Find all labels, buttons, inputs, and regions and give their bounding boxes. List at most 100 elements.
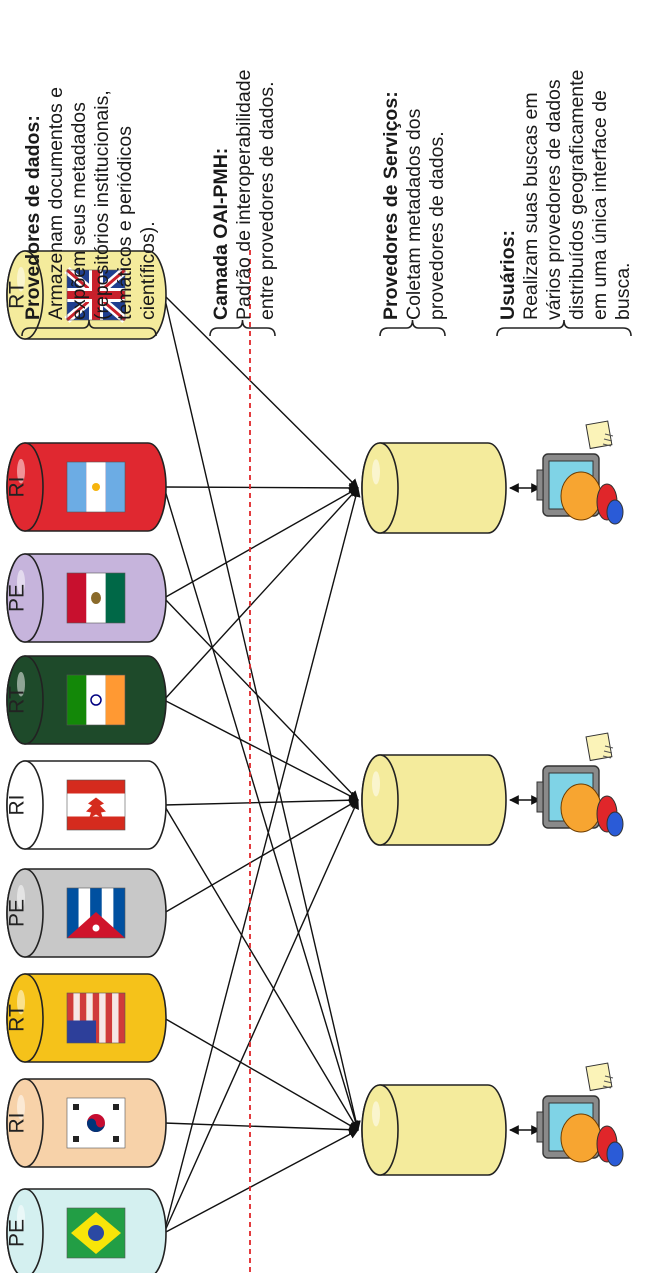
user-at-computer-icon [536,732,624,837]
repository-type-label: RI [6,795,29,816]
curly-brace [21,319,157,337]
data-provider-cylinder-highlight [17,458,25,484]
flag-mexico-icon [66,572,126,624]
service-provider-cylinder [361,754,507,846]
repository-type-label: RI [6,1113,29,1134]
service-provider-cylinder-highlight [372,1101,380,1127]
user-at-computer-icon [536,1062,624,1167]
data-provider-cylinder-cap [6,1078,44,1168]
description-block: Provedores de dados:Armazenam documentos… [21,87,159,337]
flag-argentina-icon [66,461,126,513]
flag-cuba-icon [66,887,126,939]
service-provider-cylinder-cap [361,1084,399,1176]
description-line: (repositórios institucionais, [91,90,113,320]
service-provider-layer [361,442,541,1176]
connection-arrow [163,1017,359,1131]
data-provider-cylinder-cap [6,250,44,340]
service-provider-cylinder-cap [361,754,399,846]
connection-arrow [163,799,359,914]
data-provider-cylinder-cap [6,760,44,850]
description-line: Padrão de interoperabilidade [233,70,255,320]
user-layer [536,420,624,1167]
data-provider-cylinder-cap [6,1188,44,1273]
description-line: entre provedores de dados. [256,82,278,321]
data-provider-cylinder [6,1188,167,1273]
description-line: distribuídos geograficamente [566,70,588,320]
connection-arrow [163,487,359,701]
repository-type-label: RT [6,1004,29,1032]
curly-brace [496,319,632,337]
description-line: Coletam metadados dos [403,108,425,320]
repository-type-label: PE [6,899,29,927]
description-line: expõem seus metadados [68,102,90,320]
data-provider-cylinder [6,250,167,340]
connection-arrow [163,799,359,1234]
description-block: Provedores de Serviços:Coletam metadados… [379,91,448,337]
connection-arrow [163,699,359,801]
user-at-computer-icon [536,420,624,525]
data-provider-cylinder-highlight [17,569,25,595]
repository-type-label: RT [6,686,29,714]
description-line: em uma única interface de [589,90,611,320]
connection-arrow [163,1129,359,1234]
repository-type-label: PE [6,584,29,612]
data-provider-cylinder [6,1078,167,1168]
repository-type-label: RI [6,477,29,498]
connection-arrow [163,597,359,801]
service-provider-cylinder-highlight [372,459,380,485]
service-provider-cylinder-cap [361,442,399,534]
description-block: Camada OAI-PMH:Padrão de interoperabilid… [209,70,278,337]
repository-type-label: RT [6,281,29,309]
data-provider-cylinder-highlight [17,1204,25,1230]
flag-brazil-icon [66,1207,126,1259]
data-provider-cylinder-highlight [17,989,25,1015]
data-provider-cylinder-highlight [17,884,25,910]
connection-arrow [163,487,359,599]
data-provider-cylinder-cap [6,655,44,745]
description-line: busca. [612,263,634,320]
data-provider-cylinder-cap [6,553,44,643]
connection-arrow [163,483,359,493]
data-provider-cylinder [6,973,167,1063]
data-provider-cylinder [6,868,167,958]
data-provider-cylinder [6,655,167,745]
description-panel: Provedores de dados:Armazenam documentos… [21,70,634,337]
description-heading: Provedores de Serviços: [380,91,402,320]
curly-brace [379,319,446,337]
data-provider-cylinder-cap [6,442,44,532]
data-provider-cylinder-highlight [17,266,25,292]
data-provider-cylinder-cap [6,973,44,1063]
flag-canada-icon [66,779,126,831]
connection-arrow [163,487,361,1234]
data-provider-layer [6,250,167,1273]
repository-type-label: PE [6,1219,29,1247]
connection-arrow [163,294,361,1131]
data-provider-cylinder [6,760,167,850]
description-heading: Provedores de dados: [22,115,44,320]
description-heading: Camada OAI-PMH: [210,148,232,320]
data-provider-cylinder-highlight [17,776,25,802]
description-line: provedores de dados. [426,131,448,320]
connection-arrow [163,294,359,489]
data-provider-cylinder-cap [6,868,44,958]
data-provider-cylinder-highlight [17,671,25,697]
service-provider-cylinder [361,442,507,534]
description-line: científicos). [137,221,159,320]
repository-type-labels: RT RI PE RT RI PE RT RI PE [6,281,29,1247]
flag-uk-icon [64,266,128,324]
flag-usa-icon [66,992,126,1044]
description-heading: Usuários: [497,230,519,320]
description-line: Realizam suas buscas em [520,92,542,320]
flag-south-korea-icon [66,1097,126,1149]
service-provider-cylinder-highlight [372,771,380,797]
connection-arrow [163,1122,359,1135]
connection-arrow [163,795,359,806]
data-provider-cylinder-highlight [17,1094,25,1120]
connection-layer [163,294,361,1234]
connection-arrow [163,804,359,1131]
data-provider-cylinder [6,442,167,532]
description-line: vários provedores de dados [543,79,565,320]
service-provider-cylinder [361,1084,507,1176]
